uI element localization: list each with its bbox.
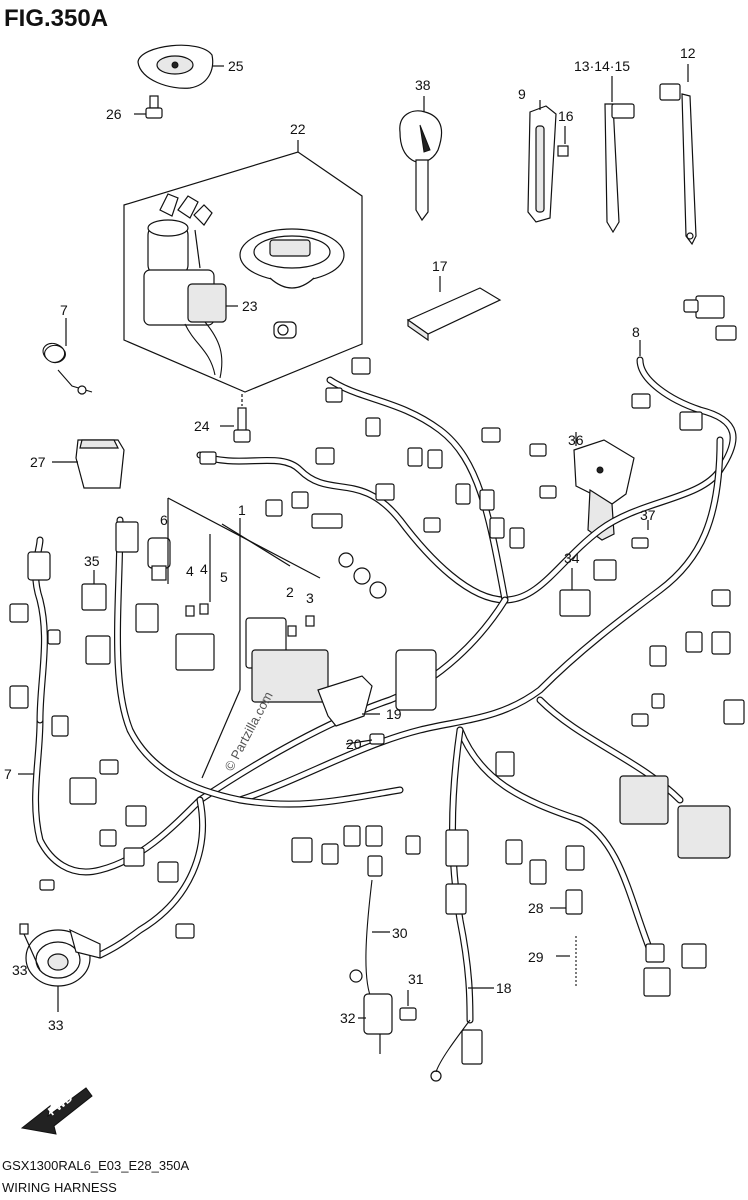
bolt-37 [631, 537, 649, 549]
callout-37: 37 [640, 507, 656, 523]
bracket-19 [317, 675, 373, 727]
bolt-30 [399, 1007, 417, 1021]
clamp-10-11 [527, 100, 569, 223]
boot-26 [52, 439, 125, 489]
bolt-23 [220, 394, 251, 443]
callout-25: 26 [106, 106, 122, 122]
callout-29: 30 [392, 925, 408, 941]
callout-35: 35 [84, 553, 100, 569]
callout-24: 25 [228, 58, 244, 74]
callout-19: 19 [386, 706, 402, 722]
leader-lines [18, 340, 641, 1019]
callout-2: 2 [286, 584, 294, 600]
sensor-27 [565, 889, 583, 915]
callout-27: 28 [528, 900, 544, 916]
fwd-arrow: FWD [20, 1087, 93, 1135]
callout-8: 7 [4, 766, 12, 782]
bolt-33 [19, 923, 29, 935]
part-6 [147, 537, 171, 569]
callout-32: 33 [48, 1017, 64, 1033]
part-35 [81, 583, 107, 611]
callout-23: 24 [194, 418, 210, 434]
callout-30: 31 [408, 971, 424, 987]
spring-7 [42, 318, 93, 395]
callout-10-11: 9 [518, 86, 526, 102]
callout-21: 22 [290, 121, 306, 137]
callout-34: 34 [564, 550, 580, 566]
ignition-lock-set [123, 140, 363, 393]
callout-22: 23 [242, 298, 258, 314]
callout-12: 12 [680, 45, 696, 61]
bolt-20 [369, 733, 385, 745]
switch-assembly-29-31 [349, 879, 417, 1054]
ecm-connector-left [619, 775, 669, 825]
harness-connectors [39, 295, 745, 1082]
cable-tie-12 [659, 64, 697, 246]
fuse-relay-parts [81, 521, 385, 745]
callout-4b: 4 [200, 561, 208, 577]
callout-31: 32 [340, 1010, 356, 1026]
cable-tie-13-15 [604, 76, 635, 234]
left-harness-components [9, 536, 69, 737]
part-34 [559, 589, 591, 617]
callout-33: 33 [12, 962, 28, 978]
pad-17 [406, 276, 502, 342]
callout-20: 20 [346, 736, 362, 752]
callout-36: 36 [568, 432, 584, 448]
callout-6: 6 [160, 512, 168, 528]
figure-code: GSX1300RAL6_E03_E28_350A [2, 1158, 190, 1173]
callout-13-14-15: 13·14·15 [574, 58, 630, 74]
bracket-36 [573, 432, 649, 549]
callout-4a: 4 [186, 563, 194, 579]
callout-7: 7 [60, 302, 68, 318]
callout-9: 8 [632, 324, 640, 340]
callout-3: 3 [306, 590, 314, 606]
cover-and-screw [134, 44, 224, 119]
ecm-connector-right [677, 805, 731, 859]
callout-17: 17 [432, 258, 448, 274]
callout-16: 16 [558, 108, 574, 124]
relay-box [395, 649, 437, 711]
callout-5: 5 [220, 569, 228, 585]
callout-26: 27 [30, 454, 46, 470]
callout-labels: 25 26 22 23 38 9 16 13·14·15 12 17 7 8 2… [4, 45, 696, 1033]
key-38 [399, 96, 443, 222]
screw-25 [149, 95, 159, 109]
callout-38: 38 [415, 77, 431, 93]
figure-title: FIG.350A [4, 5, 108, 32]
figure-name: WIRING HARNESS [2, 1180, 117, 1195]
callout-1: 1 [238, 502, 246, 518]
sensors-27-28 [550, 889, 583, 986]
horn-32 [19, 923, 101, 1012]
callout-28: 29 [528, 949, 544, 965]
callout-18: 18 [496, 980, 512, 996]
